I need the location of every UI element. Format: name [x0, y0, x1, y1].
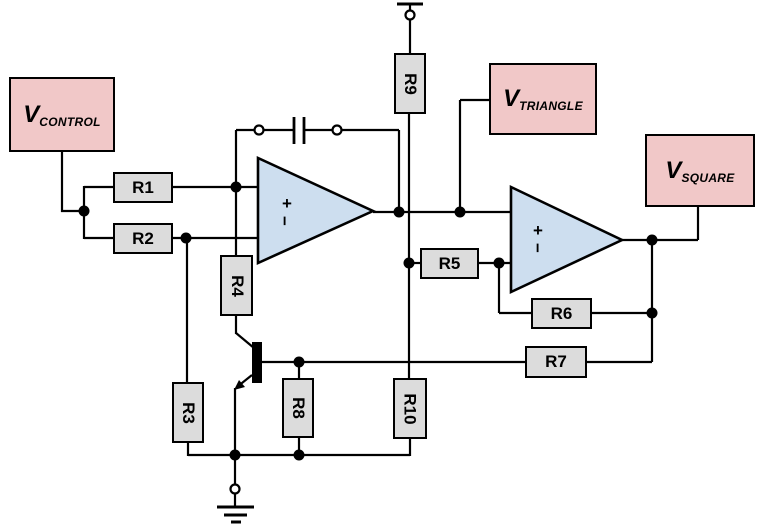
resistor-r2-label: R2	[132, 228, 154, 248]
junction-dot	[403, 257, 415, 269]
vsquare-symbol: V	[665, 156, 682, 184]
resistor-r8-label: R8	[288, 397, 308, 419]
junction-dot	[229, 449, 241, 461]
resistor-r3: R3	[172, 382, 204, 443]
resistor-r8: R8	[282, 378, 314, 438]
resistor-r1: R1	[113, 172, 173, 203]
capacitor-terminal-right-icon	[331, 124, 343, 136]
junction-dot	[493, 257, 505, 269]
vtriangle-subscript: TRIANGLE	[519, 99, 583, 113]
resistor-r9-label: R9	[400, 72, 420, 95]
resistor-r10-label: R10	[401, 392, 420, 425]
transistor-collector-line	[235, 332, 255, 349]
resistor-r5: R5	[420, 248, 479, 279]
transistor-emitter-arrow-icon	[234, 380, 245, 390]
supply-terminal-icon	[404, 9, 416, 21]
resistor-r3-label: R3	[178, 401, 198, 424]
resistor-r7-label: R7	[545, 352, 567, 371]
junction-dot	[78, 205, 90, 217]
resistor-r6-label: R6	[550, 303, 573, 323]
opamp1-minus-label: −	[275, 216, 294, 226]
junction-dot	[230, 181, 242, 193]
transistor-base-bar	[252, 342, 262, 383]
opamp2-triangle	[509, 184, 626, 295]
junction-dot	[646, 234, 658, 246]
opamp2-minus-label: −	[528, 243, 547, 253]
resistor-r1-label: R1	[132, 177, 154, 197]
resistor-r4-label: R4	[227, 274, 247, 297]
resistor-r10: R10	[393, 378, 427, 439]
capacitor-terminal-left-icon	[253, 124, 265, 136]
vcontrol-symbol: V	[23, 100, 40, 128]
junction-dot	[293, 449, 305, 461]
vtriangle-symbol: V	[503, 85, 520, 112]
resistor-r6: R6	[531, 298, 592, 329]
resistor-r2: R2	[113, 223, 173, 254]
vcontrol-subscript: CONTROL	[39, 114, 101, 129]
junction-dot	[393, 206, 405, 218]
resistor-r5-label: R5	[438, 253, 461, 273]
opamp1-plus-label: +	[282, 194, 292, 213]
resistor-r4: R4	[220, 255, 253, 316]
resistor-r7: R7	[525, 346, 587, 378]
opamp1-triangle	[256, 155, 377, 266]
junction-dot	[293, 356, 305, 368]
opamp2-plus-label: +	[533, 221, 543, 240]
junction-dot	[454, 206, 466, 218]
ground-terminal-icon	[229, 483, 241, 495]
junction-dot	[646, 307, 658, 319]
vsquare-subscript: SQUARE	[681, 170, 735, 185]
junction-dot	[180, 232, 192, 244]
resistor-r9: R9	[394, 53, 426, 114]
